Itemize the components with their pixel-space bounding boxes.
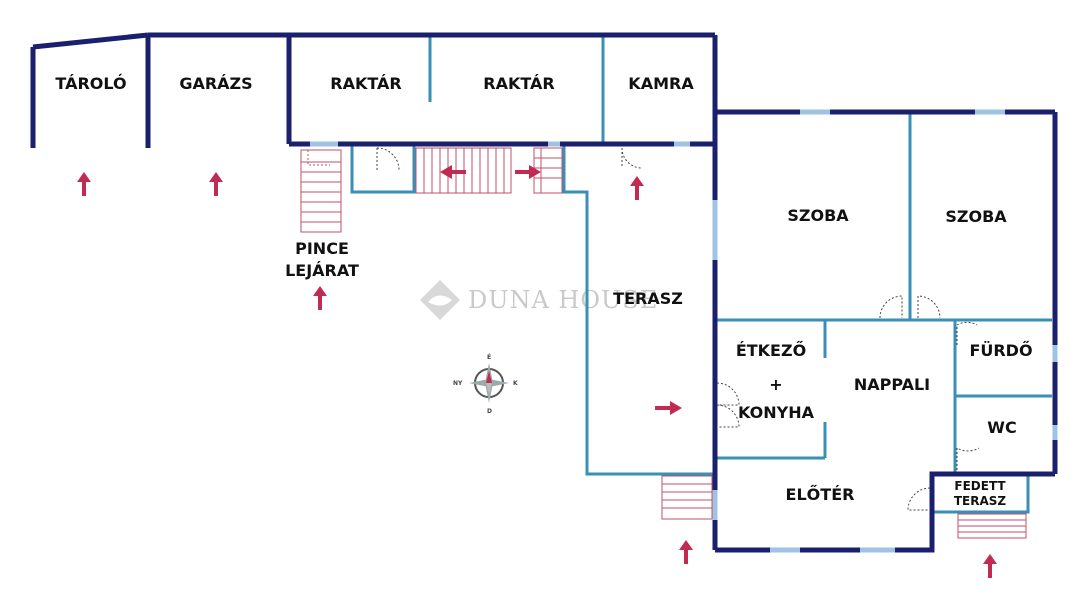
room-label-fedett: FEDETT xyxy=(954,479,1006,493)
compass-east: K xyxy=(513,380,518,387)
room-label-konyha: KONYHA xyxy=(738,403,815,422)
door-swing-icon xyxy=(716,382,740,428)
room-label-wc: WC xyxy=(987,418,1016,437)
door-swing-icon xyxy=(621,147,643,169)
arrow-right-icon xyxy=(515,165,541,179)
room-labels: TÁROLÓ GARÁZS RAKTÁR RAKTÁR KAMRA SZOBA … xyxy=(55,74,1032,508)
arrow-up-icon xyxy=(77,172,91,196)
room-label-etkezo: ÉTKEZŐ xyxy=(736,340,806,360)
arrow-up-icon xyxy=(209,172,223,196)
arrows xyxy=(77,165,997,578)
room-label-furdo: FÜRDŐ xyxy=(969,340,1032,360)
room-label-eloter: ELŐTÉR xyxy=(786,484,855,504)
stairs-kamra xyxy=(533,147,563,194)
room-label-kamra: KAMRA xyxy=(628,74,694,93)
stairs-pince xyxy=(300,149,342,233)
room-label-garazs: GARÁZS xyxy=(179,74,252,93)
room-label-terasz: TERASZ xyxy=(613,289,683,308)
door-swing-icon xyxy=(956,447,980,470)
watermark-text: DUNA HOUSE xyxy=(468,286,658,314)
arrow-up-icon xyxy=(983,554,997,578)
arrow-up-icon xyxy=(679,540,693,564)
room-label-raktar-1: RAKTÁR xyxy=(330,74,401,93)
stairs-terasz xyxy=(661,475,713,520)
inner-walls xyxy=(350,35,1052,514)
door-swing-icon xyxy=(907,487,931,511)
stairs-fedett-terasz xyxy=(957,513,1027,539)
door-swing-icon xyxy=(376,147,400,171)
room-label-plus: + xyxy=(769,375,782,394)
room-label-lejarat: LEJÁRAT xyxy=(285,261,359,280)
room-label-fedett-terasz: TERASZ xyxy=(954,494,1007,508)
arrow-up-icon xyxy=(313,286,327,310)
door-swing-icon xyxy=(917,295,941,319)
watermark: DUNA HOUSE xyxy=(420,280,658,320)
windows xyxy=(310,109,1058,553)
arrow-up-icon xyxy=(630,176,644,200)
door-swing-icon xyxy=(956,321,978,345)
compass-north: É xyxy=(487,353,491,361)
duna-house-logo-icon xyxy=(420,280,460,320)
room-label-nappali: NAPPALI xyxy=(854,375,930,394)
room-label-pince: PINCE xyxy=(295,239,349,258)
door-swing-icon xyxy=(879,295,903,319)
compass-south: D xyxy=(487,408,492,415)
room-label-szoba-1: SZOBA xyxy=(787,206,849,225)
compass-west: NY xyxy=(453,380,463,387)
doors xyxy=(376,147,980,511)
compass-icon: É D K NY xyxy=(453,353,518,415)
arrow-right-icon xyxy=(655,401,682,415)
stairs xyxy=(300,147,1027,539)
room-label-raktar-2: RAKTÁR xyxy=(483,74,554,93)
room-label-tarolo: TÁROLÓ xyxy=(55,74,126,93)
room-label-szoba-2: SZOBA xyxy=(945,207,1007,226)
arrow-left-icon xyxy=(440,165,466,179)
